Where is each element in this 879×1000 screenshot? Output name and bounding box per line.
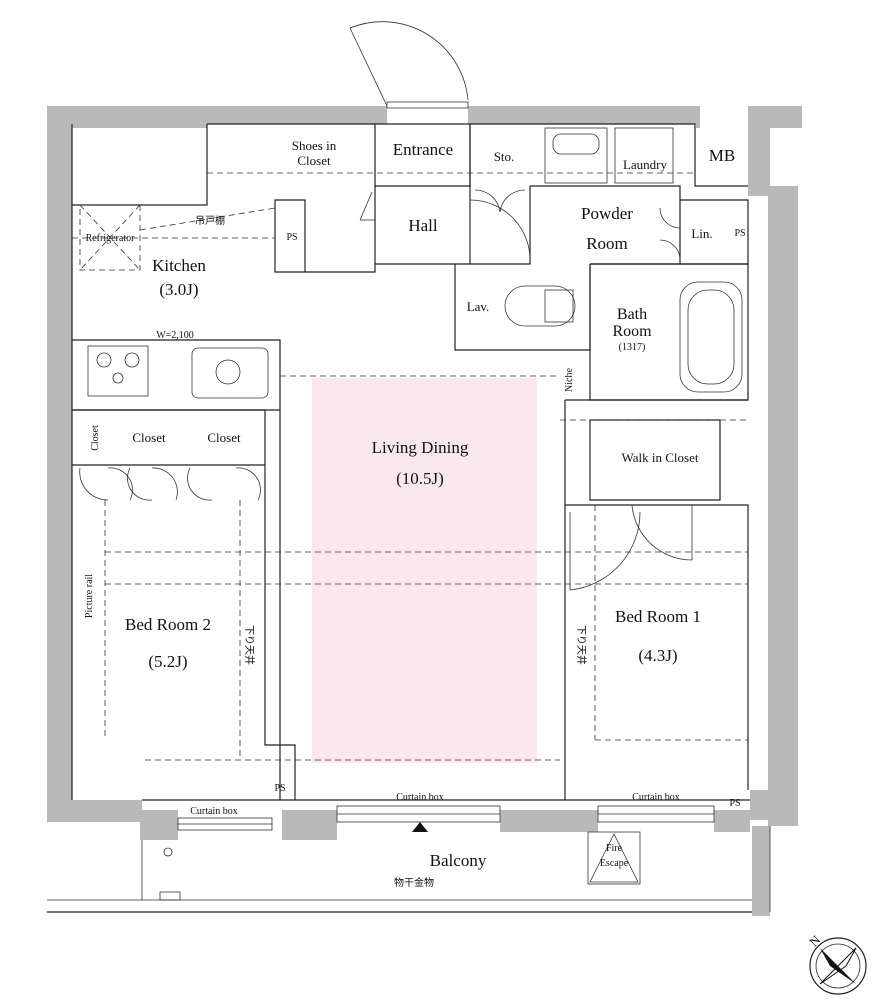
drying-rack-label: 物干金物 xyxy=(394,876,434,889)
living-dining-highlight xyxy=(312,378,537,763)
balcony-railing xyxy=(47,826,771,913)
closet-label-vertical: Closet xyxy=(90,425,101,451)
powder-room-label: Powder xyxy=(581,204,633,223)
hall-label: Hall xyxy=(408,216,438,235)
hanging-shelf-label: 吊戸棚 xyxy=(195,214,225,227)
refrigerator-box xyxy=(79,204,141,271)
curtain-box-label-2: Curtain box xyxy=(396,792,444,803)
compass-north-label: N xyxy=(806,932,824,950)
counter-width-label: W=2,100 xyxy=(156,330,194,341)
ps-label-kitchen: PS xyxy=(286,232,297,243)
fire-escape-label-2: Escape xyxy=(600,858,629,869)
dashed-reference-lines xyxy=(72,172,748,761)
bathtub xyxy=(679,281,743,393)
bed-room-1-size: (4.3J) xyxy=(638,646,677,665)
bedroom1-door[interactable] xyxy=(569,504,693,591)
hall-doors[interactable] xyxy=(359,189,681,263)
exterior-walls xyxy=(47,106,802,916)
fire-escape-label: Fire xyxy=(606,843,623,854)
living-dining-label: Living Dining xyxy=(372,438,469,457)
bath-size: (1317) xyxy=(619,342,646,353)
ps-label-bottom-left: PS xyxy=(274,783,285,794)
ps-label-bottom-right: PS xyxy=(729,798,740,809)
curtain-box-label-3: Curtain box xyxy=(632,792,680,803)
bed-room-1-label: Bed Room 1 xyxy=(615,607,701,626)
storage-label: Sto. xyxy=(494,149,515,164)
fire-escape-hatch xyxy=(587,831,641,885)
north-compass-icon xyxy=(809,937,867,995)
laundry-label: Laundry xyxy=(623,157,668,172)
closet-label-2: Closet xyxy=(207,430,241,445)
kitchen-label: Kitchen xyxy=(152,256,206,275)
entrance-label: Entrance xyxy=(393,140,453,159)
bath-room-label: Bath xyxy=(617,306,647,323)
balcony-label: Balcony xyxy=(430,851,487,870)
powder-sink xyxy=(544,127,674,184)
bed-room-2-label: Bed Room 2 xyxy=(125,615,211,634)
bath-room-label-2: Room xyxy=(612,323,652,340)
mb-label: MB xyxy=(709,146,735,165)
lav-label: Lav. xyxy=(467,299,490,314)
curtain-box-label-1: Curtain box xyxy=(190,806,238,817)
picture-rail-label: Picture rail xyxy=(84,574,95,618)
cooktop xyxy=(87,345,149,397)
bed-room-2-size: (5.2J) xyxy=(148,652,187,671)
niche-label: Niche xyxy=(564,368,575,392)
linen-label: Lin. xyxy=(691,226,712,241)
lowered-ceiling-label-right: 下り天井 xyxy=(575,625,588,665)
kitchen-sink xyxy=(191,347,269,399)
ps-label-right: PS xyxy=(734,228,745,239)
kitchen-size: (3.0J) xyxy=(159,280,198,299)
shoes-closet-label-2: Closet xyxy=(297,153,331,168)
shoes-closet-label: Shoes in xyxy=(292,138,337,153)
living-dining-size: (10.5J) xyxy=(396,469,444,488)
entrance-door[interactable] xyxy=(349,21,469,109)
closet-label-1: Closet xyxy=(132,430,166,445)
refrigerator-label: Refrigerator xyxy=(86,233,136,244)
powder-room-label-2: Room xyxy=(586,234,628,253)
walk-in-closet-label: Walk in Closet xyxy=(622,450,699,465)
windows xyxy=(177,805,715,832)
toilet xyxy=(504,285,576,327)
lowered-ceiling-label-left: 下り天井 xyxy=(243,625,256,665)
bedroom2-closet-doors[interactable] xyxy=(79,467,261,501)
